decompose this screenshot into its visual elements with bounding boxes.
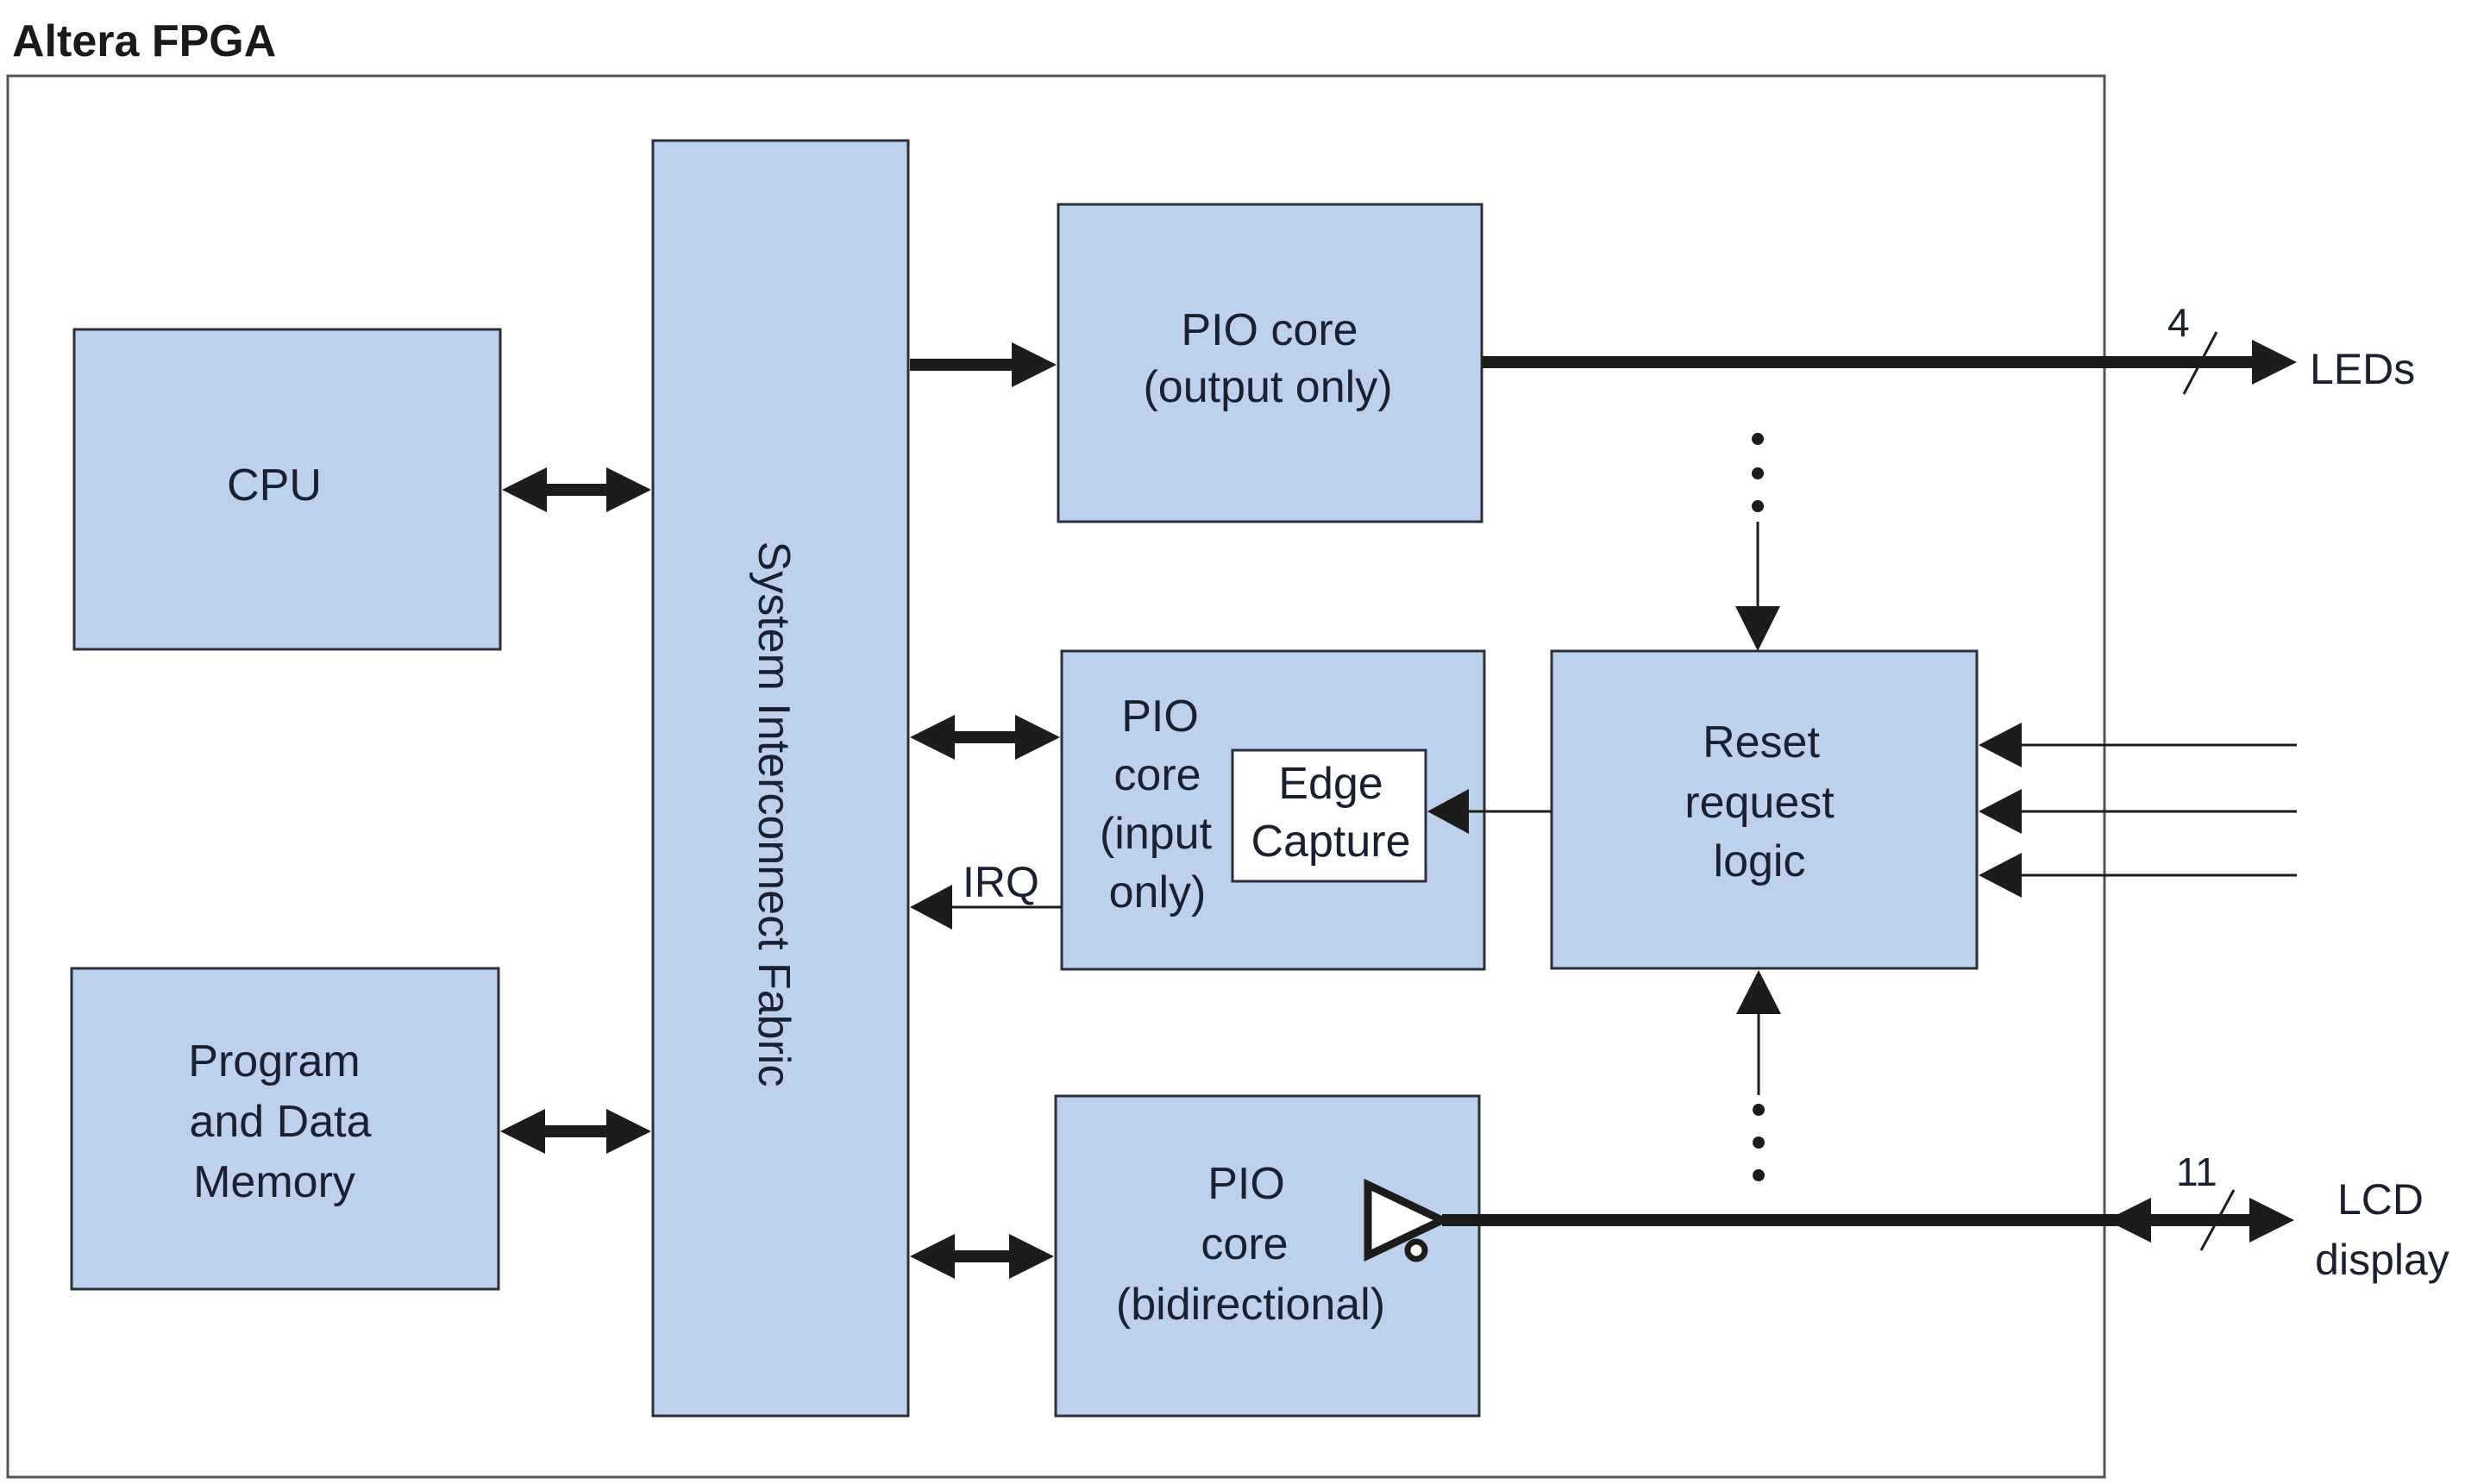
edge-capture-block: Edge Capture xyxy=(1231,748,1427,883)
pio-input-label-line-2: core xyxy=(1113,750,1201,800)
pio-bidir-label-line-2: core xyxy=(1201,1219,1288,1269)
pio-input-label-line-4: only) xyxy=(1109,867,1207,917)
leds-bus-width: 4 xyxy=(2167,300,2190,345)
memory-fabric-bidirectional-arrow-icon xyxy=(500,1109,651,1154)
fabric-to-pio-output-arrow-icon xyxy=(910,342,1057,387)
memory-label-line-2: and Data xyxy=(189,1097,371,1147)
memory-block: Program and Data Memory xyxy=(70,967,500,1291)
pio-input-label-line-3: (input xyxy=(1100,809,1213,859)
lcd-label-line-2: display xyxy=(2315,1236,2449,1284)
reset-top-input-arrow-icon xyxy=(1735,433,1780,651)
fabric-pio-bidir-bidirectional-arrow-icon xyxy=(910,1234,1054,1279)
irq-label: IRQ xyxy=(963,858,1039,906)
interconnect-fabric-block: System Interconnect Fabric xyxy=(651,139,910,1418)
pio-output-label-line-2: (output only) xyxy=(1143,362,1392,412)
lcd-bus-arrow-icon xyxy=(1442,1189,2294,1251)
reset-bottom-input-arrow-icon xyxy=(1736,970,1781,1181)
fabric-label: System Interconnect Fabric xyxy=(749,542,799,1087)
pio-bidir-label-line-1: PIO xyxy=(1207,1159,1285,1209)
tristate-buffer-icon xyxy=(1364,1178,1452,1262)
edge-capture-label-line-1: Edge xyxy=(1278,759,1383,809)
leds-bus-arrow-icon xyxy=(1482,331,2297,395)
memory-label-line-3: Memory xyxy=(193,1157,355,1207)
leds-label: LEDs xyxy=(2310,345,2415,393)
reset-request-logic-block: Reset request logic xyxy=(1550,649,1979,970)
reset-label-line-1: Reset xyxy=(1703,717,1820,767)
cpu-block: CPU xyxy=(72,328,502,651)
reset-label-line-2: request xyxy=(1684,778,1835,828)
reset-to-edge-capture-arrow-icon xyxy=(1427,789,1552,834)
pio-bidir-label-line-3: (bidirectional) xyxy=(1116,1280,1385,1330)
edge-capture-label-line-2: Capture xyxy=(1251,817,1411,867)
reset-external-input-arrows-icon xyxy=(1979,723,2297,898)
irq-arrow-icon xyxy=(910,885,1062,930)
diagram-title: Altera FPGA xyxy=(12,16,276,66)
memory-label-line-1: Program xyxy=(188,1036,360,1086)
fabric-pio-input-bidirectional-arrow-icon xyxy=(910,715,1060,760)
cpu-label: CPU xyxy=(227,460,322,510)
reset-label-line-3: logic xyxy=(1714,836,1806,886)
pio-input-label-line-1: PIO xyxy=(1121,692,1199,742)
pio-output-block: PIO core (output only) xyxy=(1057,203,1483,523)
pio-output-label-line-1: PIO core xyxy=(1181,305,1358,355)
fpga-boundary xyxy=(6,74,2106,1479)
lcd-label-line-1: LCD xyxy=(2337,1175,2424,1224)
lcd-bus-width: 11 xyxy=(2176,1149,2217,1194)
cpu-fabric-bidirectional-arrow-icon xyxy=(502,467,651,512)
